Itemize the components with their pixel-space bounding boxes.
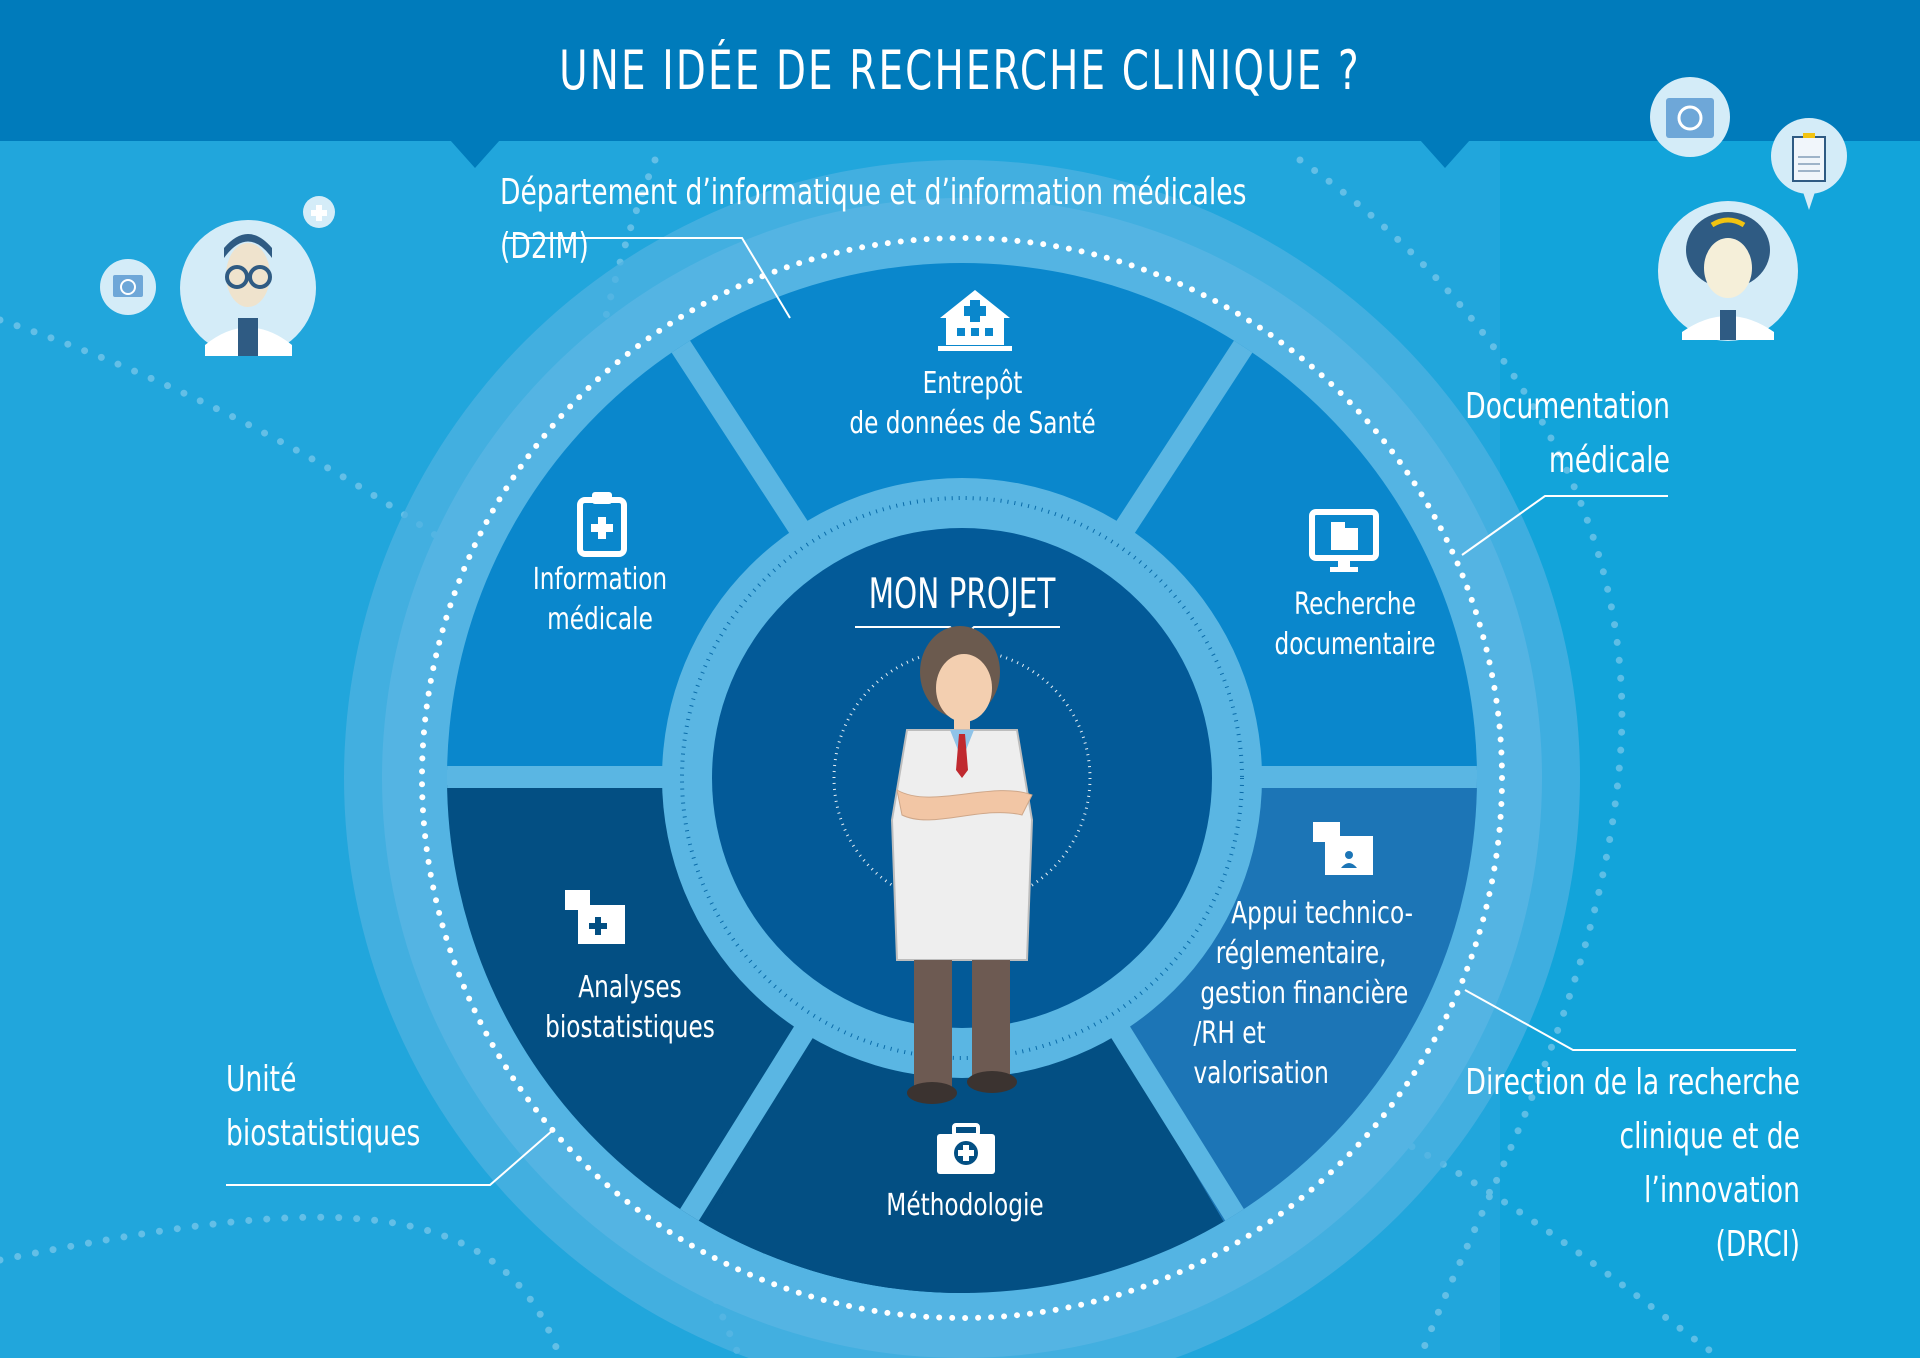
- header-banner: [0, 0, 1920, 141]
- male-doctor-avatar: [180, 196, 335, 356]
- segment-info-med-line1: Information: [532, 562, 668, 597]
- label-documentation-medicale: Documentation médicale: [1410, 380, 1670, 488]
- segment-methodologie[interactable]: Méthodologie: [840, 1186, 1090, 1226]
- segment-analyses-line2: biostatistiques: [545, 1010, 715, 1045]
- segment-appui-technico[interactable]: Appui technico- réglementaire, gestion f…: [1190, 894, 1450, 1094]
- segment-entrepot-line2: de données de Santé: [849, 406, 1096, 441]
- segment-analyses-line1: Analyses: [578, 970, 682, 1005]
- label-documentation-line2: médicale: [1548, 440, 1670, 481]
- folder-bubble-icon-left: [100, 259, 156, 315]
- segment-appui-line4: /RH et: [1193, 1016, 1266, 1051]
- center-title: MON PROJET: [868, 569, 1056, 618]
- folder-plus-icon: [565, 890, 625, 944]
- segment-entrepot-line1: Entrepôt: [922, 366, 1023, 401]
- label-documentation-line1: Documentation: [1465, 386, 1670, 427]
- segment-information-medicale[interactable]: Information médicale: [500, 560, 700, 640]
- segment-recherche-documentaire[interactable]: Recherche documentaire: [1245, 585, 1465, 665]
- clipboard-bubble-icon: [1771, 118, 1847, 210]
- folder-bubble-icon-right: [1650, 77, 1730, 157]
- monitor-folder-icon: [1309, 509, 1379, 572]
- label-d2im: Département d’informatique et d’informat…: [500, 172, 1247, 267]
- segment-appui-line3: gestion financière: [1200, 976, 1409, 1011]
- label-unite-line2: biostatistiques: [226, 1113, 421, 1154]
- hospital-icon: [938, 290, 1012, 351]
- segment-recherche-line1: Recherche: [1294, 587, 1416, 622]
- label-drci: Direction de la recherche clinique et de…: [1380, 1056, 1800, 1272]
- female-doctor-avatar: [1658, 201, 1798, 341]
- folder-person-icon: [1313, 822, 1373, 875]
- segment-analyses-biostatistiques[interactable]: Analyses biostatistiques: [520, 968, 740, 1048]
- label-drci-line2: clinique et de l’innovation: [1619, 1116, 1800, 1211]
- label-unite-biostatistiques: Unité biostatistiques: [226, 1053, 526, 1161]
- header-pointer-left: [450, 140, 500, 168]
- page-title: UNE IDÉE DE RECHERCHE CLINIQUE ?: [559, 39, 1361, 102]
- segment-appui-line2: réglementaire,: [1215, 936, 1387, 971]
- segment-appui-line1: Appui technico-: [1231, 896, 1414, 931]
- segment-methodologie-line1: Méthodologie: [886, 1188, 1044, 1223]
- label-drci-line3: (DRCI): [1715, 1224, 1800, 1265]
- header-pointer-right: [1420, 140, 1470, 168]
- doctor-character: [890, 626, 1034, 1104]
- segment-recherche-line2: documentaire: [1274, 627, 1436, 662]
- label-unite-line1: Unité: [226, 1059, 297, 1100]
- segment-entrepot[interactable]: Entrepôt de données de Santé: [800, 364, 1145, 444]
- segment-info-med-line2: médicale: [547, 602, 653, 637]
- segment-appui-line5: valorisation: [1193, 1056, 1329, 1091]
- label-drci-line1: Direction de la recherche: [1465, 1062, 1800, 1103]
- medical-kit-icon: [937, 1123, 995, 1174]
- clipboard-plus-icon: [577, 492, 627, 557]
